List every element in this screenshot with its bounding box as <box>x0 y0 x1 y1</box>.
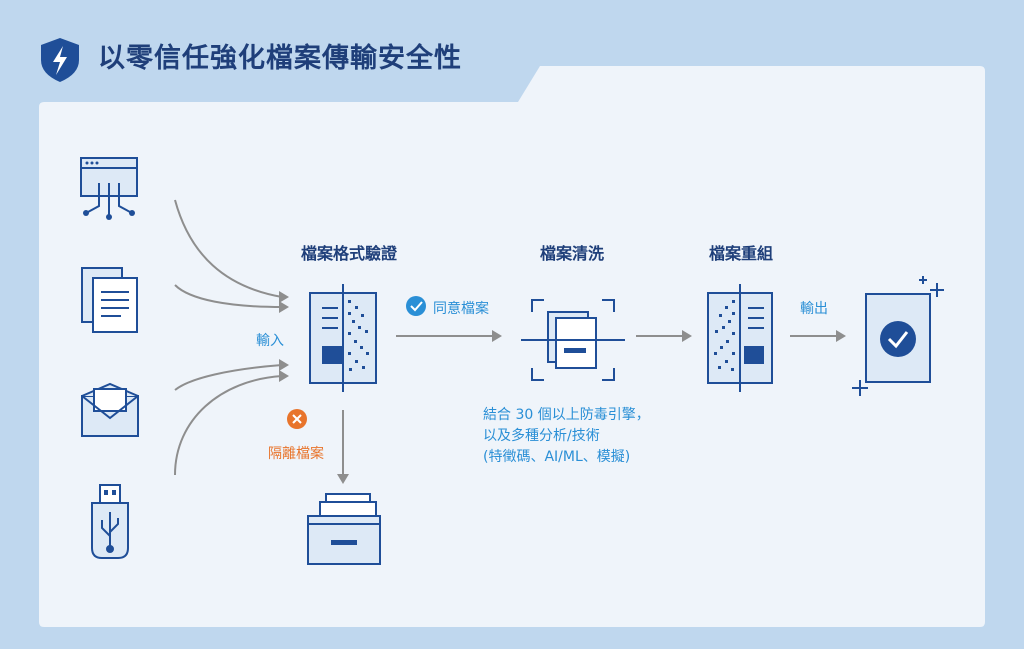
engine-note-line-2: 以及多種分析/技術 <box>483 428 600 444</box>
page-title: 以零信任強化檔案傳輸安全性 <box>98 43 462 74</box>
quarantine-label: 隔離檔案 <box>268 446 324 462</box>
input-label: 輸入 <box>256 333 284 349</box>
email-icon <box>81 382 139 437</box>
sanitize-scan-icon <box>521 299 625 381</box>
archive-drawer-icon <box>307 493 381 565</box>
engine-note-line-3: (特徵碼、AI/ML、模擬) <box>483 449 631 465</box>
step-label-sanitize: 檔案清洗 <box>540 244 605 263</box>
input-flow-lines <box>174 199 283 476</box>
step-label-reconstruct: 檔案重組 <box>709 244 774 263</box>
format-validation-document-icon <box>309 284 377 392</box>
documents-icon <box>81 267 138 333</box>
step-label-validate: 檔案格式驗證 <box>301 244 398 263</box>
engine-note-line-1: 結合 30 個以上防毒引擎， <box>483 407 650 423</box>
accept-arrow <box>396 330 502 342</box>
x-circle-icon <box>287 409 307 429</box>
input-arrowheads <box>279 291 289 382</box>
reconstruct-document-icon <box>707 284 773 392</box>
accept-label: 同意檔案 <box>433 301 489 317</box>
shield-bolt-icon <box>41 38 79 82</box>
verified-document-icon <box>852 276 944 396</box>
output-arrow <box>790 330 846 342</box>
quarantine-arrow <box>337 410 349 484</box>
web-app-icon <box>80 157 138 220</box>
usb-drive-icon <box>91 484 129 559</box>
content-panel <box>39 66 985 627</box>
sanitize-to-reconstruct-arrow <box>636 330 692 342</box>
check-circle-icon <box>406 296 426 316</box>
output-label: 輸出 <box>800 301 828 317</box>
engine-note: 結合 30 個以上防毒引擎， 以及多種分析/技術 (特徵碼、AI/ML、模擬) <box>483 405 650 468</box>
